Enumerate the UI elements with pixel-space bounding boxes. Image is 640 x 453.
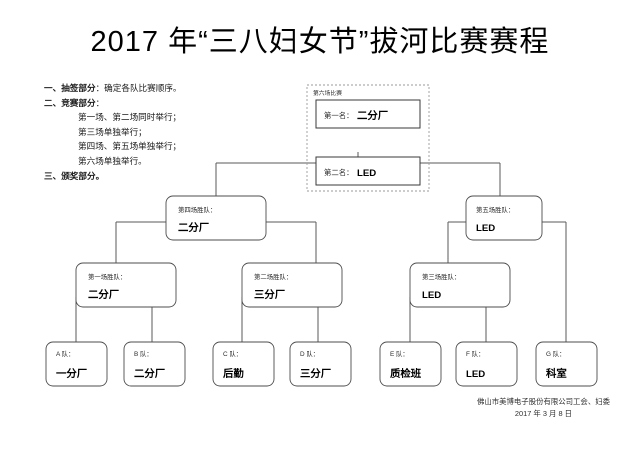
team-b-label: B 队： [134,349,153,358]
match1-winner-label: 第一场胜队： [88,272,126,281]
first-place-value: 二分厂 [357,109,388,122]
match4-winner-box[interactable] [165,195,267,241]
team-f-box[interactable] [455,341,518,387]
team-d-label: D 队： [300,349,319,358]
team-f-value: LED [466,369,485,380]
instructions-block: 一、抽签部分：确定各队比赛顺序。 二、竞赛部分： 第一场、第二场同时举行； 第三… [44,81,294,183]
team-f-label: F 队： [466,349,484,358]
team-c-box[interactable] [212,341,275,387]
first-place-label: 第一名： [324,111,354,120]
team-e-box[interactable] [379,341,442,387]
match3-winner-box[interactable] [409,262,511,308]
team-d-box[interactable] [289,341,352,387]
second-place-label: 第二名： [324,168,354,177]
team-e-value: 质检班 [390,367,422,380]
match5-winner-label: 第五场胜队： [476,205,514,214]
instruction-item-2: 二、竞赛部分： [44,96,294,111]
team-g-label: G 队： [546,349,566,358]
match5-winner-value: LED [476,223,495,234]
footer-block: 佛山市美博电子股份有限公司工会、妇委 2017 年 3 月 8 日 [477,396,610,419]
first-place-box[interactable] [315,99,421,129]
team-g-value: 科室 [546,367,567,380]
match4-winner-value: 二分厂 [178,221,209,234]
team-c-label: C 队： [223,349,242,358]
team-a-box[interactable] [45,341,108,387]
team-b-value: 二分厂 [134,367,165,380]
second-place-box[interactable] [315,156,421,186]
footer-date: 2017 年 3 月 8 日 [514,408,573,418]
second-place-value: LED [357,168,376,179]
team-b-box[interactable] [123,341,186,387]
match3-winner-label: 第三场胜队： [422,272,460,281]
instruction-sub-4: 第六场单独举行。 [78,155,147,166]
team-a-label: A 队： [56,349,74,358]
match5-winner-box[interactable] [465,195,543,241]
team-d-value: 三分厂 [300,367,331,380]
instruction-sub-3: 第四场、第五场单独举行； [78,141,182,152]
match1-winner-box[interactable] [75,262,177,308]
instruction-sub-2: 第三场单独举行； [78,126,147,137]
final-group-caption: 第六场比赛 [313,89,342,97]
page-title: 2017 年“三八妇女节”拔河比赛赛程 [90,26,550,58]
footer-organization: 佛山市美博电子股份有限公司工会、妇委 [476,397,610,406]
instruction-item-1: 一、抽签部分：确定各队比赛顺序。 [44,81,294,96]
team-g-box[interactable] [535,341,598,387]
match2-winner-value: 三分厂 [254,288,285,301]
instruction-head-3: 三、颁奖部分。 [44,170,105,181]
instruction-desc-1: ：确定各队比赛顺序。 [95,83,182,93]
instruction-desc-2: ： [95,97,105,108]
instruction-sub-1: 第一场、第二场同时举行； [78,112,182,123]
instruction-item-3: 三、颁奖部分。 [44,169,294,184]
final-group-container [306,84,430,192]
team-a-value: 一分厂 [56,367,87,380]
match4-winner-label: 第四场胜队： [178,205,216,214]
match2-winner-label: 第二场胜队： [254,272,292,281]
match2-winner-box[interactable] [241,262,343,308]
instruction-head-2: 二、竞赛部分 [44,97,96,108]
instruction-head-1: 一、抽签部分 [44,83,96,93]
team-e-label: E 队： [390,349,409,358]
team-c-value: 后勤 [223,367,244,380]
match3-winner-value: LED [422,290,441,301]
match1-winner-value: 二分厂 [88,288,119,301]
